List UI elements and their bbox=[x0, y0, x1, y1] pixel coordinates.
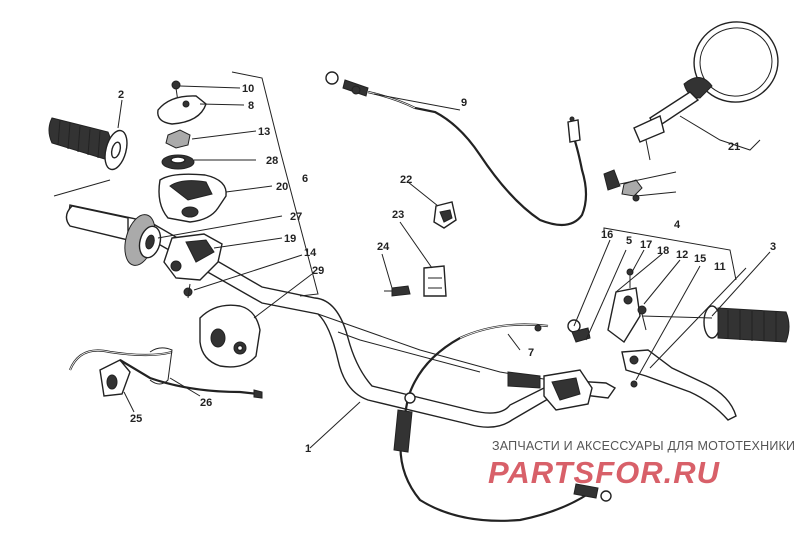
part-label-12: 12 bbox=[676, 249, 688, 261]
part-label-2: 2 bbox=[118, 89, 124, 101]
part-label-28: 28 bbox=[266, 155, 278, 167]
part-label-7: 7 bbox=[528, 347, 534, 359]
bracket bbox=[384, 265, 447, 297]
kill-switch bbox=[68, 347, 263, 399]
part-label-26: 26 bbox=[200, 397, 212, 409]
part-label-5: 5 bbox=[626, 235, 632, 247]
part-labels: 1 2 3 4 5 6 7 8 9 10 11 12 13 14 15 16 1… bbox=[118, 83, 776, 455]
part-label-25: 25 bbox=[130, 413, 142, 425]
part-label-17: 17 bbox=[640, 239, 652, 251]
part-label-8: 8 bbox=[248, 100, 254, 112]
part-label-3: 3 bbox=[770, 241, 776, 253]
part-label-20: 20 bbox=[276, 181, 288, 193]
part-label-9: 9 bbox=[461, 97, 467, 109]
watermark-tagline: ЗАПЧАСТИ И АКСЕССУАРЫ ДЛЯ МОТОТЕХНИКИ bbox=[492, 439, 796, 453]
part-label-27: 27 bbox=[290, 211, 302, 223]
part-label-19: 19 bbox=[284, 233, 296, 245]
clutch-cable bbox=[393, 323, 612, 522]
throttle-cable bbox=[325, 71, 588, 227]
part-label-23: 23 bbox=[392, 209, 404, 221]
part-label-29: 29 bbox=[312, 265, 324, 277]
part-label-21: 21 bbox=[728, 141, 740, 153]
throttle-assembly bbox=[157, 80, 227, 299]
mirror bbox=[603, 21, 779, 202]
left-grip bbox=[48, 117, 128, 171]
cable-clip bbox=[433, 201, 457, 229]
part-label-22: 22 bbox=[400, 174, 412, 186]
right-grip bbox=[703, 305, 790, 343]
part-label-6: 6 bbox=[302, 173, 308, 185]
part-label-14: 14 bbox=[304, 247, 317, 259]
watermark-logo: PARTSFOR.RU bbox=[488, 455, 721, 490]
part-label-24: 24 bbox=[377, 241, 390, 253]
part-label-16: 16 bbox=[601, 229, 613, 241]
part-label-10: 10 bbox=[242, 83, 254, 95]
leader-lines bbox=[53, 71, 771, 449]
part-label-13: 13 bbox=[258, 126, 270, 138]
part-label-18: 18 bbox=[657, 245, 669, 257]
switch-block bbox=[199, 304, 261, 368]
throttle-grip bbox=[65, 205, 162, 266]
part-label-4: 4 bbox=[674, 219, 681, 231]
part-label-1: 1 bbox=[305, 443, 311, 455]
part-label-15: 15 bbox=[694, 253, 706, 265]
part-label-11: 11 bbox=[714, 261, 726, 273]
